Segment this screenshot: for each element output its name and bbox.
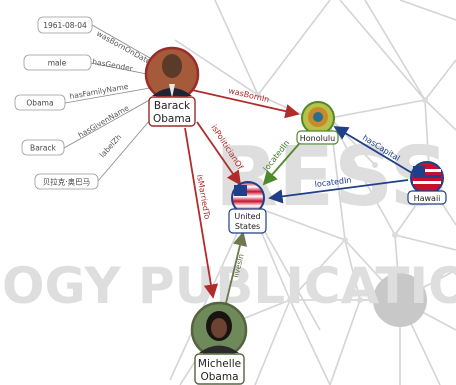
literal-birth-date-text: 1961-08-04 xyxy=(43,21,87,30)
literal-birth-date: 1961-08-04 xyxy=(37,16,93,34)
relation-has-gender: hasGender xyxy=(92,57,135,73)
literal-chinese-label: 贝拉克·奥巴马 xyxy=(34,173,99,190)
literal-gender: male xyxy=(23,54,92,71)
literal-given-name: Barack xyxy=(21,139,65,156)
entity-barack-obama-line1: Barack xyxy=(154,100,191,112)
literal-chinese-label-text: 贝拉克·奥巴马 xyxy=(43,177,90,187)
relation-located-in-hawaii: locatedIn xyxy=(314,176,352,189)
relation-has-given-name: hasGivenName xyxy=(77,103,131,140)
entity-united-states[interactable]: United States xyxy=(228,181,267,234)
entity-united-states-line1: United xyxy=(234,212,260,221)
relation-is-married-to: isMarriedTo xyxy=(195,174,212,220)
obama-portrait-face xyxy=(162,54,182,78)
entity-united-states-line2: States xyxy=(235,222,260,231)
entity-honolulu-label: Honolulu xyxy=(300,134,335,143)
michelle-portrait-face xyxy=(211,318,227,338)
entity-hawaii[interactable]: Hawaii xyxy=(407,161,447,205)
entity-honolulu[interactable]: Honolulu xyxy=(296,101,339,145)
entity-edges xyxy=(184,89,413,304)
us-flag-icon xyxy=(234,185,247,196)
literal-family-name-text: Obama xyxy=(26,99,53,108)
literal-edges xyxy=(63,24,163,182)
literal-family-name: Obama xyxy=(14,94,66,111)
entity-michelle-obama-line1: Michelle xyxy=(198,358,241,370)
background-nodes xyxy=(255,92,428,327)
entity-barack-obama[interactable]: Barack Obama xyxy=(144,46,200,127)
entity-hawaii-label: Hawaii xyxy=(414,194,441,203)
literal-gender-text: male xyxy=(48,59,67,68)
entity-barack-obama-line2: Obama xyxy=(153,113,191,125)
entity-michelle-obama[interactable]: Michelle Obama xyxy=(190,301,248,385)
hawaii-flag-icon xyxy=(413,166,425,176)
relation-has-family-name: hasFamilyName xyxy=(69,82,130,101)
entity-michelle-obama-line2: Obama xyxy=(200,371,238,383)
background-network xyxy=(169,0,456,385)
literal-given-name-text: Barack xyxy=(30,144,57,153)
